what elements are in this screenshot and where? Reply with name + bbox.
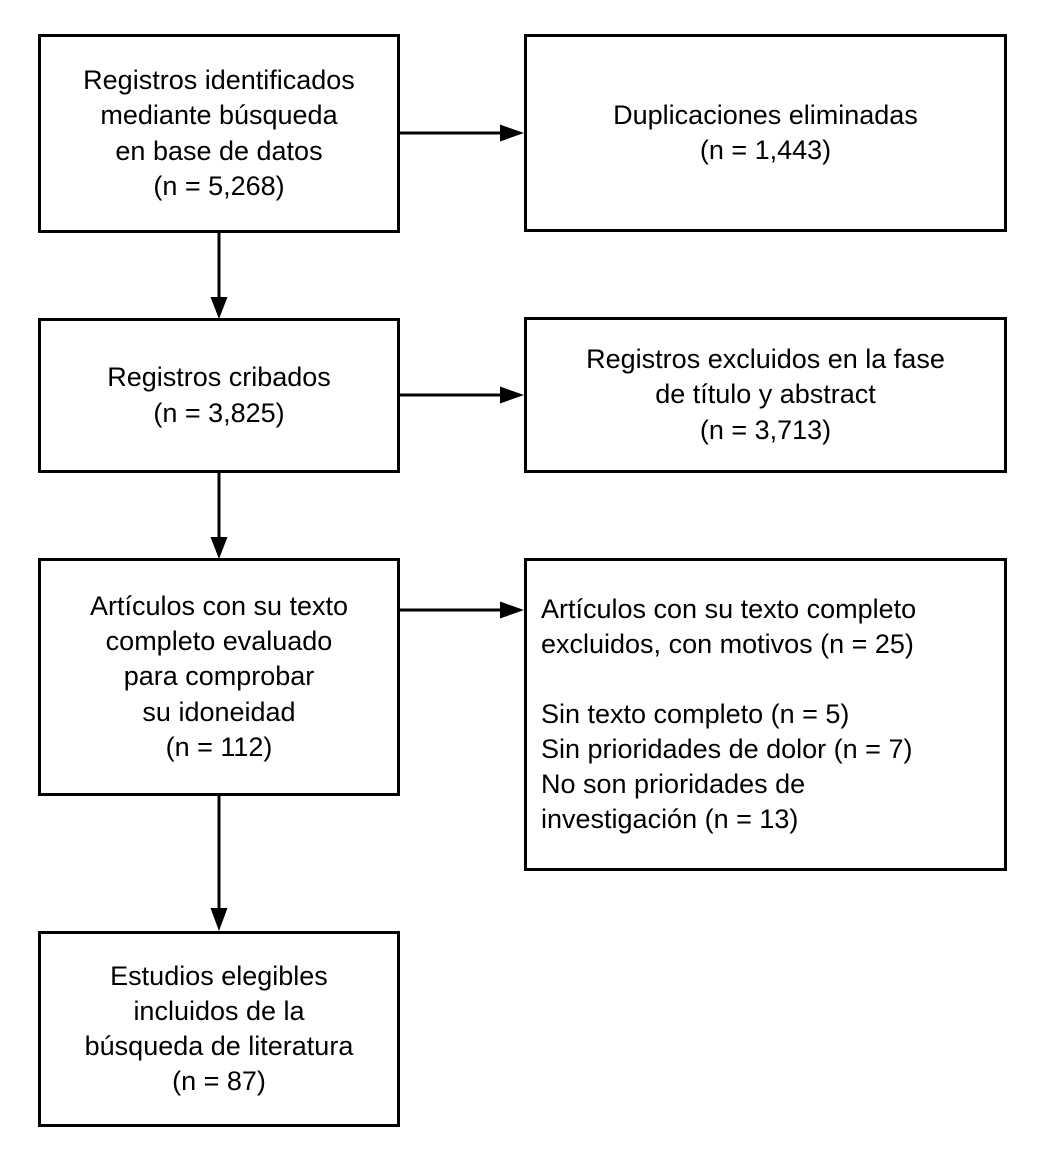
studies-included-box: Estudios elegibles incluidos de la búsqu… bbox=[38, 931, 400, 1127]
records-identified-text: Registros identificados mediante búsqued… bbox=[83, 65, 355, 201]
arrow-fulltext-to-excluded-reasons bbox=[400, 600, 526, 620]
arrow-identified-to-screened bbox=[209, 233, 229, 320]
studies-included-text: Estudios elegibles incluidos de la búsqu… bbox=[84, 960, 354, 1097]
arrow-screened-to-excluded bbox=[400, 385, 526, 405]
full-text-excluded-reasons-text: Artículos con su texto completo excluido… bbox=[541, 593, 917, 835]
full-text-assessed-text: Artículos con su texto completo evaluado… bbox=[89, 591, 349, 762]
records-excluded-title-abstract-box: Registros excluidos en la fase de título… bbox=[524, 317, 1007, 473]
full-text-assessed-box: Artículos con su texto completo evaluado… bbox=[38, 558, 400, 796]
arrow-screened-to-fulltext bbox=[209, 473, 229, 560]
records-screened-text: Registros cribados (n = 3,825) bbox=[107, 362, 331, 428]
duplicates-removed-text: Duplicaciones eliminadas (n = 1,443) bbox=[613, 99, 918, 165]
arrow-identified-to-duplicates bbox=[400, 123, 526, 143]
full-text-excluded-reasons-box: Artículos con su texto completo excluido… bbox=[524, 558, 1007, 871]
arrow-fulltext-to-included bbox=[209, 796, 229, 932]
records-screened-box: Registros cribados (n = 3,825) bbox=[38, 318, 400, 473]
duplicates-removed-box: Duplicaciones eliminadas (n = 1,443) bbox=[524, 34, 1007, 232]
records-identified-box: Registros identificados mediante búsqued… bbox=[38, 34, 400, 233]
records-excluded-title-abstract-text: Registros excluidos en la fase de título… bbox=[586, 344, 945, 445]
